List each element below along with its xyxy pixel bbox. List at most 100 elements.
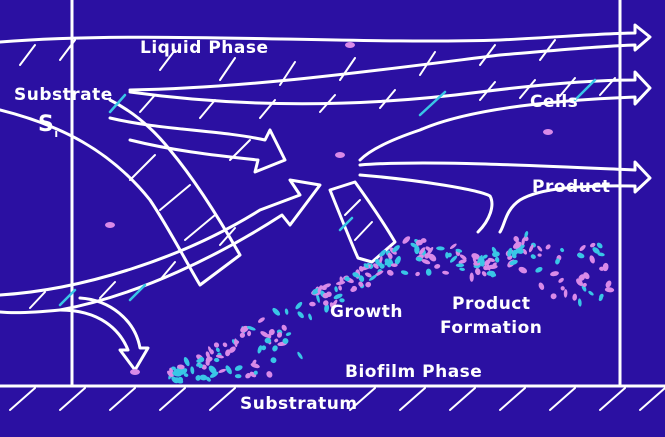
biofilm-cell [492,262,497,267]
product-formation-label-2: Formation [440,318,543,338]
biofilm-cell [511,249,519,256]
free-cell [105,222,115,228]
flow-hatching [19,39,616,309]
product-formation-label-1: Product [452,294,531,314]
biofilm-cell [507,247,513,257]
biofilm-cell [599,293,604,299]
biofilm-cell [257,317,265,323]
biofilm-cell [167,370,174,378]
biofilm-cell [245,372,251,379]
biofilm-cell [518,266,528,274]
free-cell [130,369,140,375]
biofilm-cell [324,303,330,313]
biofilm-cell [392,245,400,253]
biofilm-cell [583,272,590,280]
biofilm-cell [560,286,565,291]
biofilm-cell [339,276,344,285]
biofilm-cell [225,365,232,375]
biofilm-cell [261,345,267,351]
substrate-flow-arrow [0,98,242,287]
biofilm-cell [276,332,283,338]
biofilm-cell [577,298,582,307]
biofilm-cell [578,274,586,281]
biofilm-cell [358,281,364,287]
biofilm-cell [195,375,201,381]
cells-label: Cells [530,92,579,112]
biofilm-cell [560,247,565,253]
biofilm-cell [494,256,500,263]
biofilm-cell [344,276,350,282]
biofilm-cell [475,268,481,276]
biofilm-cell [558,277,564,283]
biofilm-cell [455,263,465,268]
biofilm-cell [545,244,551,250]
biofilm-cell [323,300,329,306]
biofilm-cell [469,272,474,282]
biofilm-cell [266,371,273,378]
substratum-label: Substratum [240,394,358,414]
biofilm-cell [239,332,246,338]
biofilm-cell [352,272,360,278]
biofilm-cell [418,247,426,255]
biofilm-cell [379,256,383,263]
biofilm-cell [550,293,557,300]
biofilm-cell [491,272,497,277]
biofilm-cell [214,357,220,363]
biofilm-cell [215,347,220,353]
biofilm-cell [449,255,458,263]
biofilm-cell [509,259,518,266]
biofilm-cell [190,366,195,375]
biofilm-cell [555,258,560,265]
biofilm-cell [308,313,313,321]
biofilm-cell [563,289,568,298]
biofilm-cell [285,332,292,336]
biofilm-cell [234,374,242,379]
biofilm-cell [218,368,226,373]
biofilm-cell [459,254,467,260]
biofilm-cell [421,259,431,265]
biofilm-cell [400,270,409,275]
biofilm-cell [208,365,217,374]
biofilm-cell [481,271,487,277]
biofilm-cell [363,263,369,269]
biofilm-cell [365,281,372,288]
biofilm-cell [309,301,316,307]
biofilm-cell [605,280,612,288]
biofilm-cell [268,328,275,336]
biofilm-cell [521,237,525,246]
biofilm-cell [415,271,420,277]
biofilm-cell [364,272,372,278]
biofilm-cell [205,358,211,364]
biofilm-cell [272,307,281,316]
biofilm-cell [234,365,243,371]
biofilm-cell [297,351,303,360]
biofilm-cell [537,253,542,257]
biofilm-cell [317,285,323,293]
biofilm-cell [415,241,420,246]
biofilm-cell [358,275,365,282]
biofilm-cell [240,325,249,333]
biofilm-cell [379,249,387,257]
biofilm-cell [333,293,343,300]
biofilm-cell [479,256,485,267]
biofilm-cell [179,368,188,375]
biofilm-cell [484,259,491,266]
substrate-label: Substrate [14,85,113,105]
biofilm-cell [581,284,587,292]
biofilm-cell [572,293,578,301]
biofilm-cell [209,371,219,378]
biofilm-cell [537,245,543,252]
biofilm-cell [374,270,384,277]
biofilm-cell [252,359,257,365]
biofilm-cell [339,298,345,303]
product-flow-arrow [358,160,652,234]
flow-hatching-cyan [58,78,597,307]
biofilm-cell [322,292,329,299]
biofilm-cell [445,252,449,259]
biofilm-cell [597,252,605,257]
biofilm-cell [394,258,401,263]
biofilm-cell [379,263,385,269]
biofilm-cell [426,246,434,256]
biofilm-cell [588,290,594,296]
biofilm-cell [449,243,457,250]
